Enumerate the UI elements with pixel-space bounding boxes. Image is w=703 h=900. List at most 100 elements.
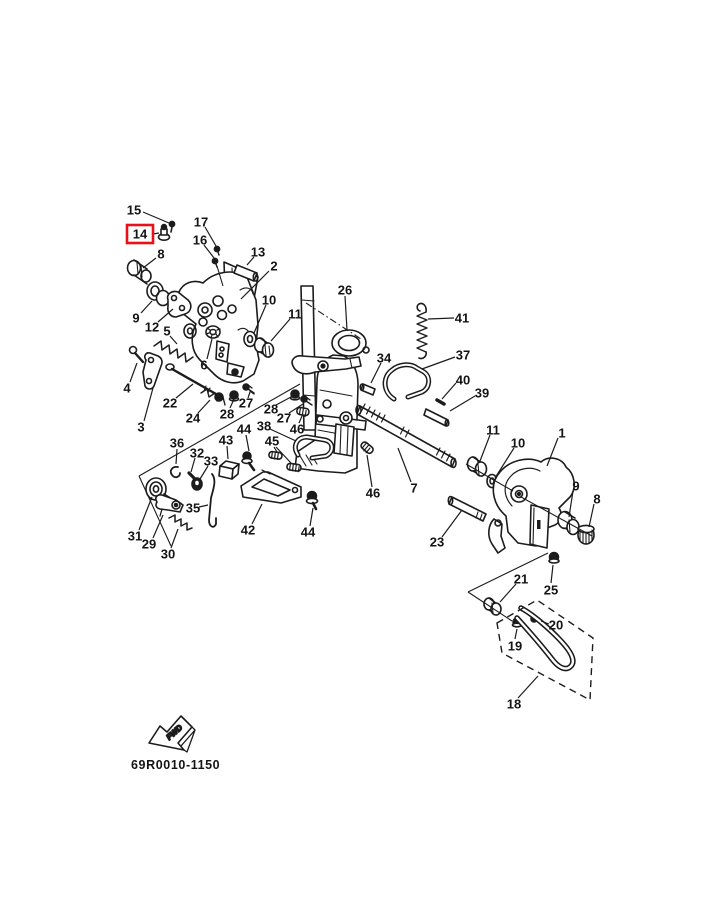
part-34-pin bbox=[359, 383, 376, 396]
part-14-grease-nipple bbox=[157, 223, 171, 242]
leader-line bbox=[140, 300, 153, 314]
part-label-16: 16 bbox=[193, 233, 207, 248]
leader-line bbox=[226, 445, 229, 460]
leader-line bbox=[309, 507, 314, 527]
construction-line bbox=[467, 591, 513, 622]
leader-line bbox=[546, 437, 559, 467]
part-label-20: 20 bbox=[549, 618, 563, 633]
part-label-9: 9 bbox=[132, 311, 139, 326]
part-tilt-lever-assembly bbox=[315, 411, 367, 457]
leader-line bbox=[288, 403, 304, 414]
part-label-42: 42 bbox=[241, 523, 255, 538]
part-38-hook bbox=[292, 434, 335, 461]
part-6-washer bbox=[205, 325, 221, 339]
leader-line bbox=[142, 257, 157, 269]
part-label-8: 8 bbox=[593, 492, 600, 507]
part-39-pin bbox=[423, 408, 450, 427]
part-41-spring bbox=[416, 302, 428, 360]
construction-line bbox=[138, 383, 301, 477]
part-label-36: 36 bbox=[170, 436, 184, 451]
diagram-code: 69R0010-1150 bbox=[131, 758, 220, 772]
part-11-bushing-right bbox=[466, 456, 488, 477]
part-label-8: 8 bbox=[157, 247, 164, 262]
part-label-28: 28 bbox=[220, 407, 234, 422]
part-label-10: 10 bbox=[511, 436, 525, 451]
construction-line bbox=[467, 552, 549, 593]
leader-line bbox=[169, 335, 178, 345]
part-15-screw bbox=[168, 220, 176, 233]
part-43-block bbox=[218, 460, 240, 480]
leader-line bbox=[550, 564, 554, 584]
part-label-11: 11 bbox=[486, 423, 500, 438]
part-label-37: 37 bbox=[456, 348, 470, 363]
leader-line bbox=[421, 356, 456, 370]
leader-line bbox=[229, 398, 235, 409]
part-label-4: 4 bbox=[123, 381, 131, 396]
part-label-23: 23 bbox=[430, 535, 444, 550]
part-label-44: 44 bbox=[301, 525, 316, 540]
leader-line bbox=[138, 496, 153, 531]
leader-line bbox=[190, 457, 196, 473]
leader-line bbox=[427, 317, 455, 320]
part-23-pin bbox=[447, 495, 487, 522]
part-label-31: 31 bbox=[128, 529, 142, 544]
leader-line bbox=[142, 211, 170, 224]
leader-line bbox=[366, 454, 373, 488]
part-9-bushing-right bbox=[557, 510, 580, 536]
leader-line bbox=[206, 338, 213, 360]
leader-line bbox=[269, 428, 297, 442]
leader-line bbox=[203, 244, 215, 259]
construction-line bbox=[305, 302, 362, 340]
fwd-arrow: FWD bbox=[148, 715, 196, 753]
part-7-shaft bbox=[355, 403, 457, 469]
highlight-box bbox=[125, 223, 155, 245]
part-label-5: 5 bbox=[163, 324, 170, 339]
part-32-pin bbox=[187, 471, 197, 481]
part-label-38: 38 bbox=[257, 419, 271, 434]
leader-line bbox=[275, 446, 292, 464]
part-16-screw bbox=[211, 257, 219, 268]
leader-line bbox=[240, 270, 270, 300]
part-2-swivel-bracket bbox=[176, 261, 260, 384]
part-label-1: 1 bbox=[558, 426, 565, 441]
part-5-spring bbox=[153, 340, 194, 363]
part-label-32: 32 bbox=[190, 446, 204, 461]
part-label-46: 46 bbox=[366, 486, 380, 501]
part-label-46: 46 bbox=[290, 422, 304, 437]
leader-line bbox=[152, 514, 164, 539]
leader-line bbox=[540, 620, 550, 625]
leader-line bbox=[273, 446, 278, 453]
leader-line bbox=[251, 503, 263, 525]
leader-line bbox=[275, 396, 292, 406]
part-label-12: 12 bbox=[145, 320, 159, 335]
part-label-43: 43 bbox=[219, 433, 233, 448]
part-stop-lever-arm bbox=[291, 355, 362, 375]
part-11-bushing-left bbox=[253, 337, 275, 358]
leader-line bbox=[198, 504, 209, 508]
part-label-26: 26 bbox=[338, 283, 352, 298]
part-label-14: 14 bbox=[133, 227, 148, 242]
part-label-27: 27 bbox=[277, 411, 291, 426]
leader-line bbox=[170, 528, 179, 549]
part-37-stopper-hook bbox=[382, 362, 432, 402]
leader-line bbox=[449, 395, 476, 412]
leader-line bbox=[175, 448, 178, 465]
leader-line bbox=[441, 382, 457, 400]
part-label-17: 17 bbox=[194, 215, 208, 230]
leader-line bbox=[253, 304, 267, 334]
part-label-41: 41 bbox=[455, 311, 469, 326]
part-label-25: 25 bbox=[544, 583, 558, 598]
part-29-lever bbox=[155, 494, 184, 517]
part-label-35: 35 bbox=[186, 501, 200, 516]
part-label-30: 30 bbox=[161, 547, 175, 562]
part-label-44: 44 bbox=[237, 422, 252, 437]
part-1-clamp-bracket bbox=[488, 457, 575, 554]
leader-line bbox=[246, 256, 255, 266]
part-44-bolt-b bbox=[305, 490, 319, 511]
part-25-nut bbox=[548, 551, 560, 564]
construction-line bbox=[465, 463, 514, 492]
leader-line bbox=[479, 434, 491, 462]
